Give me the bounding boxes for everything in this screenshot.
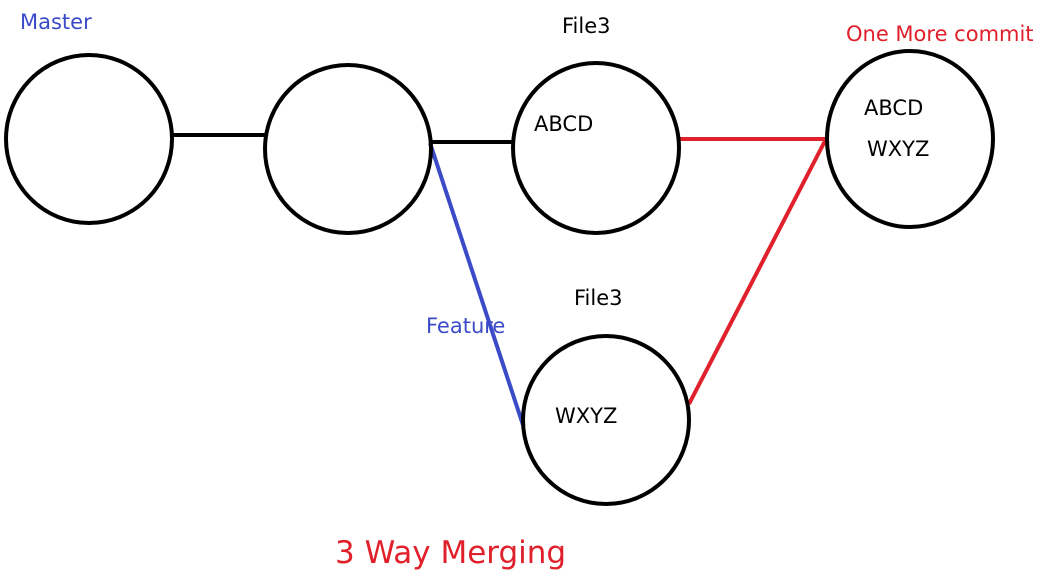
diagram-title: 3 Way Merging xyxy=(335,535,567,571)
merge-commit-content-line2: WXYZ xyxy=(867,137,930,161)
commit-node-3 xyxy=(511,61,681,235)
commit-node-2 xyxy=(263,63,433,235)
feature-commit-content: WXYZ xyxy=(555,404,618,428)
feature-branch-label: Feature xyxy=(426,314,506,338)
master-branch-label: Master xyxy=(20,10,92,34)
file3-label-top: File3 xyxy=(562,14,611,38)
merge-commit-content-line1: ABCD xyxy=(864,96,924,120)
commit-node-1 xyxy=(4,53,174,225)
edge-merge-from-feature xyxy=(687,138,828,405)
commit-3-content: ABCD xyxy=(534,112,594,136)
file3-label-bottom: File3 xyxy=(574,286,623,310)
commit-node-feature xyxy=(521,334,691,506)
one-more-commit-label: One More commit xyxy=(846,22,1034,46)
edge-feature-branch xyxy=(428,142,525,426)
commit-node-merge xyxy=(825,49,995,229)
